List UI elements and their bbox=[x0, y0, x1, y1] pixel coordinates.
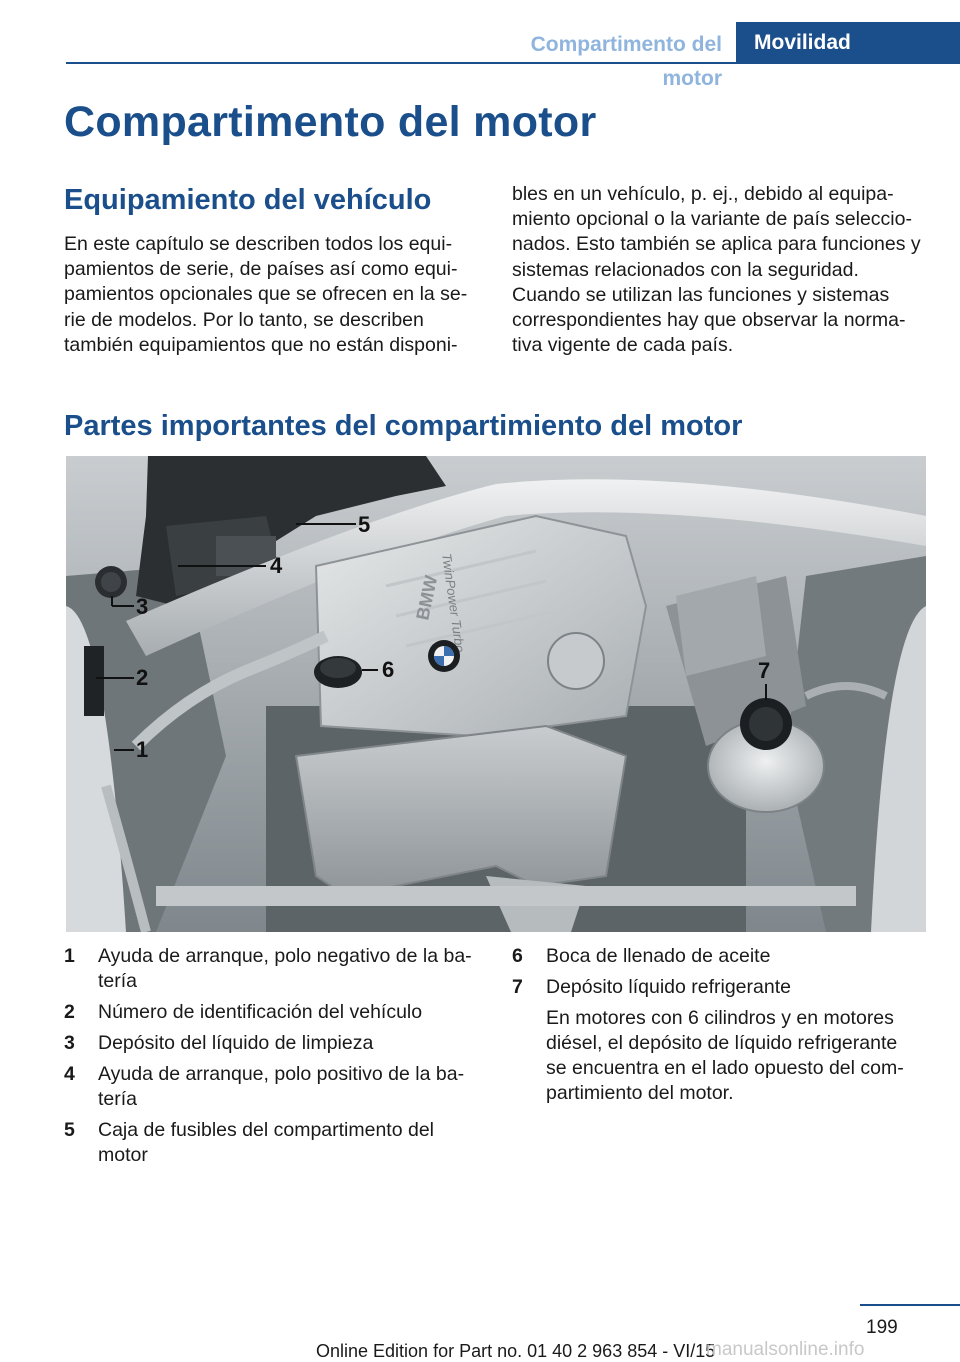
legend-item: 2 Número de identificación del vehículo bbox=[64, 1000, 484, 1025]
page-title: Compartimento del motor bbox=[64, 98, 597, 146]
legend-item: 4 Ayuda de arranque, polo positivo de la… bbox=[64, 1062, 484, 1112]
parts-legend-left: 1 Ayuda de arranque, polo negativo de la… bbox=[64, 944, 484, 1174]
legend-item: 3 Depósito del líquido de limpieza bbox=[64, 1031, 484, 1056]
note-line: diésel, el depósito de líquido refrigera… bbox=[546, 1032, 898, 1054]
legend-text: motor bbox=[98, 1144, 148, 1166]
chapter-tab: Movilidad bbox=[736, 22, 960, 64]
text-line: correspondientes hay que observar la nor… bbox=[512, 309, 906, 332]
edition-line: Online Edition for Part no. 01 40 2 963 … bbox=[316, 1341, 716, 1361]
text-line: también equipamientos que no están dispo… bbox=[64, 333, 458, 356]
legend-text: tería bbox=[98, 970, 138, 992]
callout-7: 7 bbox=[758, 658, 770, 683]
header-rule bbox=[66, 62, 736, 64]
note-line: se encuentra en el lado opuesto del com‐ bbox=[546, 1057, 904, 1079]
legend-text: tería bbox=[98, 1088, 138, 1110]
callout-1: 1 bbox=[136, 737, 148, 762]
parts-legend-right: 6 Boca de llenado de aceite 7 Depósito l… bbox=[512, 944, 932, 1106]
footer-rule bbox=[860, 1304, 960, 1306]
callout-4: 4 bbox=[270, 553, 283, 578]
legend-text: Depósito líquido refrigerante bbox=[546, 976, 791, 998]
callout-2: 2 bbox=[136, 665, 148, 690]
legend-number: 7 bbox=[512, 976, 523, 998]
text-line: sistemas relacionados con la seguridad. bbox=[512, 258, 859, 281]
section-title-engine-parts: Partes importantes del compartimiento de… bbox=[64, 410, 743, 442]
legend-number: 6 bbox=[512, 945, 523, 967]
text-line: rie de modelos. Por lo tanto, se describ… bbox=[64, 308, 424, 331]
bmw-logo-icon bbox=[428, 640, 460, 672]
watermark: manualsonline.info bbox=[706, 1339, 865, 1360]
legend-number: 1 bbox=[64, 945, 75, 967]
coolant-note: En motores con 6 cilindros y en motores … bbox=[512, 1006, 932, 1106]
legend-number: 5 bbox=[64, 1119, 75, 1141]
text-line: pamientos de serie, de países así como e… bbox=[64, 258, 458, 281]
legend-number: 3 bbox=[64, 1032, 75, 1054]
equipment-text-left: En este capítulo se describen todos los … bbox=[64, 232, 484, 358]
legend-number: 2 bbox=[64, 1001, 75, 1023]
page-number: 199 bbox=[866, 1317, 898, 1338]
running-header-section: Compartimento del motor bbox=[530, 33, 722, 90]
legend-text: Número de identificación del vehículo bbox=[98, 1001, 423, 1023]
legend-text: Depósito del líquido de limpieza bbox=[98, 1032, 374, 1054]
text-line: En este capítulo se describen todos los … bbox=[64, 233, 453, 255]
legend-text: Ayuda de arranque, polo positivo de la b… bbox=[98, 1063, 465, 1085]
equipment-text-right: bles en un vehículo, p. ej., debido al e… bbox=[512, 182, 932, 358]
legend-item: 7 Depósito líquido refrigerante bbox=[512, 975, 932, 1000]
callout-5: 5 bbox=[358, 512, 370, 537]
callout-6: 6 bbox=[382, 657, 394, 682]
note-line: En motores con 6 cilindros y en motores bbox=[546, 1007, 894, 1029]
legend-item: 6 Boca de llenado de aceite bbox=[512, 944, 932, 969]
text-line: tiva vigente de cada país. bbox=[512, 334, 734, 357]
callout-leaders bbox=[96, 523, 767, 751]
legend-item: 5 Caja de fusibles del compartimento del… bbox=[64, 1118, 484, 1168]
legend-item: 1 Ayuda de arranque, polo negativo de la… bbox=[64, 944, 484, 994]
text-line: pamientos opcionales que se ofrecen en l… bbox=[64, 283, 468, 306]
legend-text: Caja de fusibles del compartimento del bbox=[98, 1119, 435, 1141]
text-line: Cuando se utilizan las funciones y siste… bbox=[512, 283, 890, 306]
legend-text: Boca de llenado de aceite bbox=[546, 945, 771, 967]
section-title-equipment: Equipamiento del vehículo bbox=[64, 184, 432, 216]
legend-number: 4 bbox=[64, 1063, 75, 1085]
note-line: partimiento del motor. bbox=[546, 1082, 734, 1104]
callout-3: 3 bbox=[136, 594, 148, 619]
text-line: miento opcional o la variante de país se… bbox=[512, 208, 912, 231]
legend-text: Ayuda de arranque, polo negativo de la b… bbox=[98, 945, 472, 967]
text-line: nados. Esto también se aplica para funci… bbox=[512, 233, 921, 256]
engine-compartment-photo: BMW TwinPower Turbo bbox=[66, 456, 926, 932]
text-line: bles en un vehículo, p. ej., debido al e… bbox=[512, 183, 894, 205]
